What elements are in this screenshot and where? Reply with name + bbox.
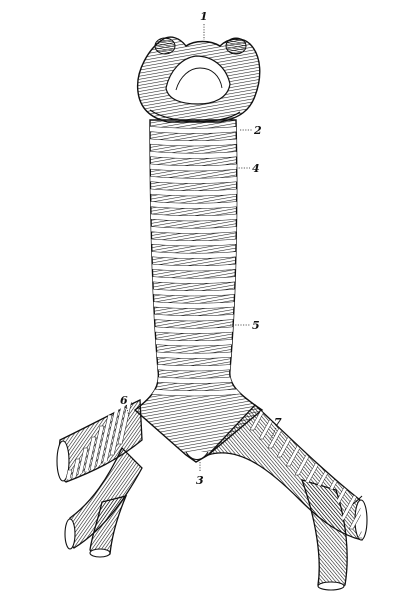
label-4: 4 [252,162,260,175]
carina-notch [185,451,209,461]
label-3: 3 [196,474,204,487]
bronchus-ring [60,480,65,544]
bronchus-ring [348,488,362,530]
label-1: 1 [200,10,208,23]
bronchus-ring [109,400,129,456]
label-5: 5 [252,319,260,332]
label-2: 2 [253,124,262,137]
bronchus-ring [367,507,393,547]
bronchus-ring [117,400,137,445]
larynx-top [136,36,261,123]
bronchus-ring [357,497,362,539]
trachea-tube [133,119,264,463]
label-7: 7 [274,416,282,429]
bronchus-ring [38,492,56,554]
left-bronchus [38,398,143,558]
label-6: 6 [120,394,128,407]
leader-lines [125,24,277,472]
